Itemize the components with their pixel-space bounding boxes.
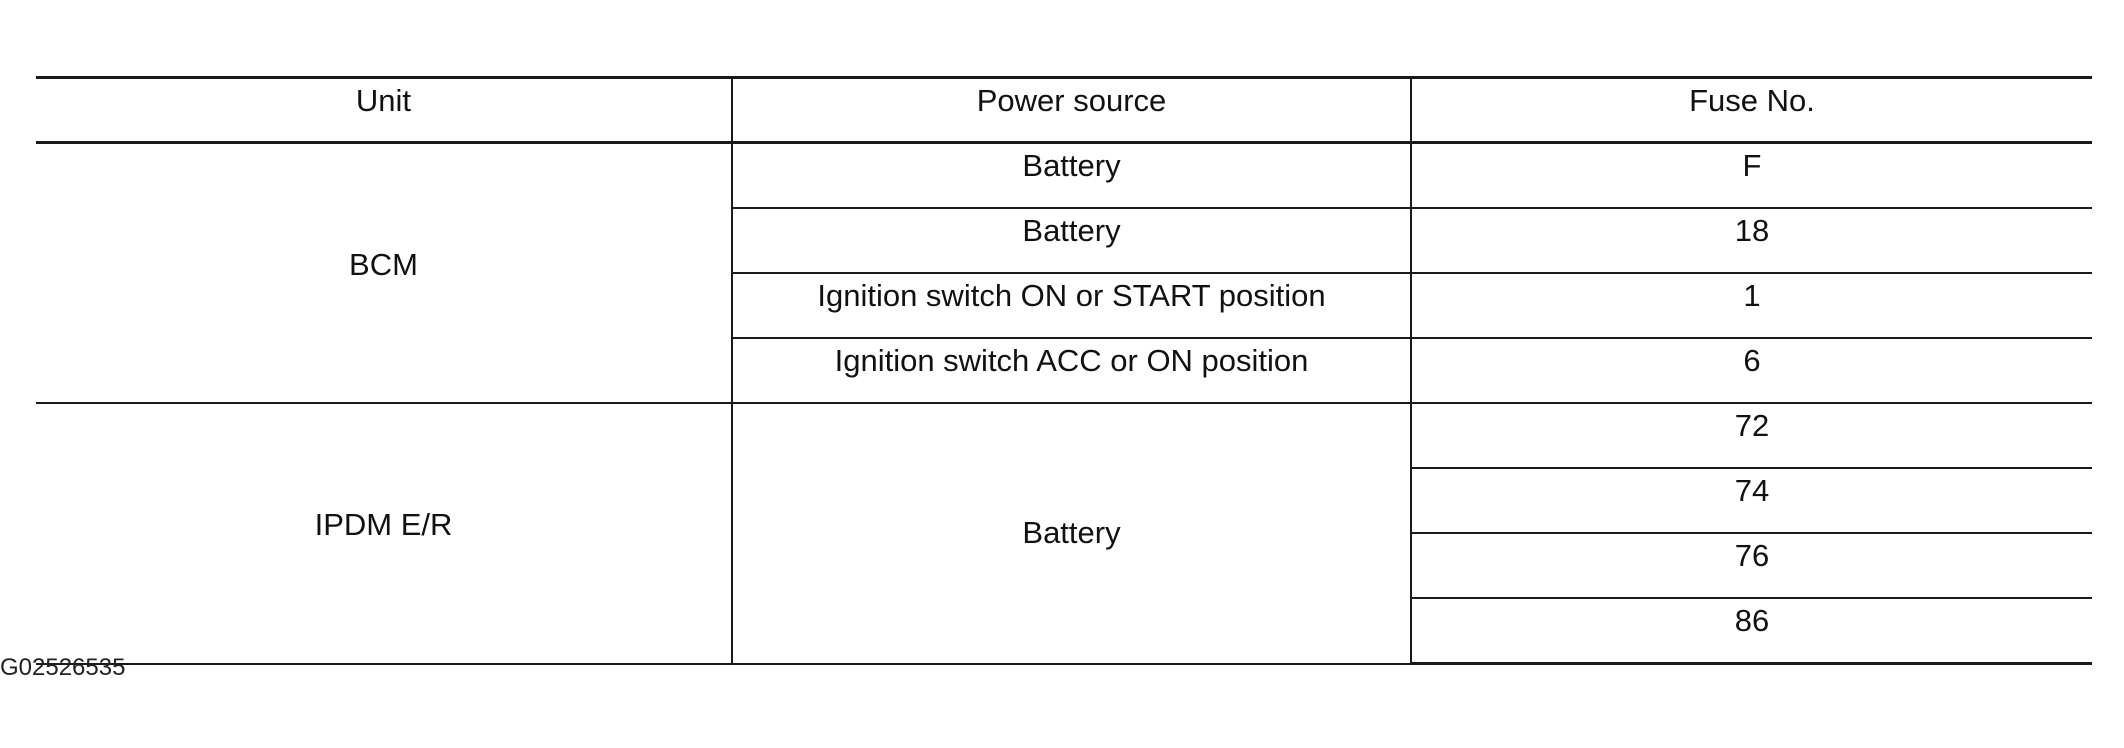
unit-label: BCM	[349, 247, 418, 282]
fuse-no-cell: 76	[1411, 532, 2092, 599]
table-row: 76	[36, 532, 2092, 599]
figure-id: G02526535	[0, 654, 126, 681]
table-row: 86	[36, 597, 2092, 665]
fuse-no-cell: 86	[1411, 597, 2092, 665]
header-fuse-no: Fuse No.	[1411, 76, 2092, 144]
fuse-no-cell: 74	[1411, 467, 2092, 534]
fuse-no-cell: 1	[1411, 272, 2092, 339]
fuse-no-cell: 72	[1411, 402, 2092, 469]
power-source-cell: Ignition switch ACC or ON position	[731, 337, 1412, 404]
unit-cell-ipdm: IPDM E/R	[36, 402, 732, 665]
power-source-cell: Battery	[731, 207, 1412, 274]
header-power-source: Power source	[731, 76, 1412, 144]
power-source-label: Battery	[1022, 515, 1121, 551]
header-row: Unit Power source Fuse No.	[36, 76, 2092, 144]
power-source-cell: Ignition switch ON or START position	[731, 272, 1412, 339]
table-header: Unit Power source Fuse No.	[36, 76, 2092, 144]
table-row: 74	[36, 467, 2092, 534]
fuse-no-cell: F	[1411, 141, 2092, 209]
header-unit: Unit	[36, 76, 732, 144]
fuse-no-cell: 18	[1411, 207, 2092, 274]
table-row: Ignition switch ON or START position 1	[36, 272, 2092, 339]
fuse-table: Unit Power source Fuse No. BCM Battery F…	[36, 76, 2092, 665]
table-row: BCM Battery F	[36, 141, 2092, 404]
table-row: IPDM E/R Battery 72	[36, 402, 2092, 665]
unit-label: IPDM E/R	[314, 507, 453, 543]
fuse-no-cell: 6	[1411, 337, 2092, 404]
table-row: Battery 18	[36, 207, 2092, 274]
power-source-cell: Battery	[731, 402, 1412, 665]
table-row: Ignition switch ACC or ON position 6	[36, 337, 2092, 404]
power-source-cell: Battery	[731, 141, 1412, 209]
unit-cell-bcm: BCM	[36, 141, 732, 404]
table-body: BCM Battery F Battery 18 Ignition switch…	[36, 141, 2092, 665]
